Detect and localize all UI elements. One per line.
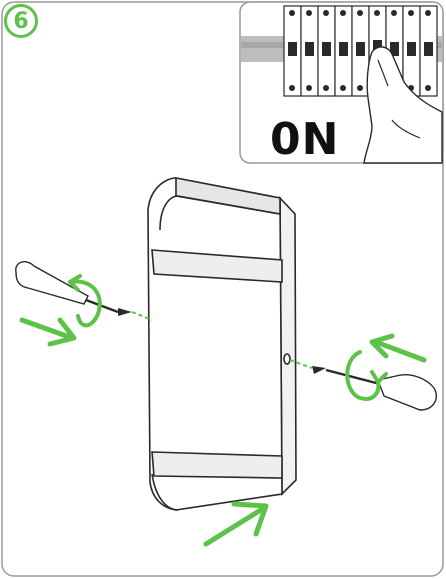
screwdriver-right-icon	[289, 359, 438, 411]
rotate-arrow-right-icon	[345, 350, 388, 401]
step-number-badge: 6	[4, 4, 38, 38]
on-label: 0N	[270, 114, 340, 165]
push-arrow-bottom-icon	[203, 501, 269, 547]
push-arrow-right-icon	[369, 333, 427, 363]
breaker-panel-inset	[239, 1, 444, 164]
hand-icon	[363, 46, 443, 164]
rotate-arrow-left-icon	[68, 274, 102, 328]
wall-light-fixture	[147, 177, 297, 511]
screwdriver-left-icon	[15, 261, 153, 321]
push-arrow-left-icon	[19, 317, 77, 347]
